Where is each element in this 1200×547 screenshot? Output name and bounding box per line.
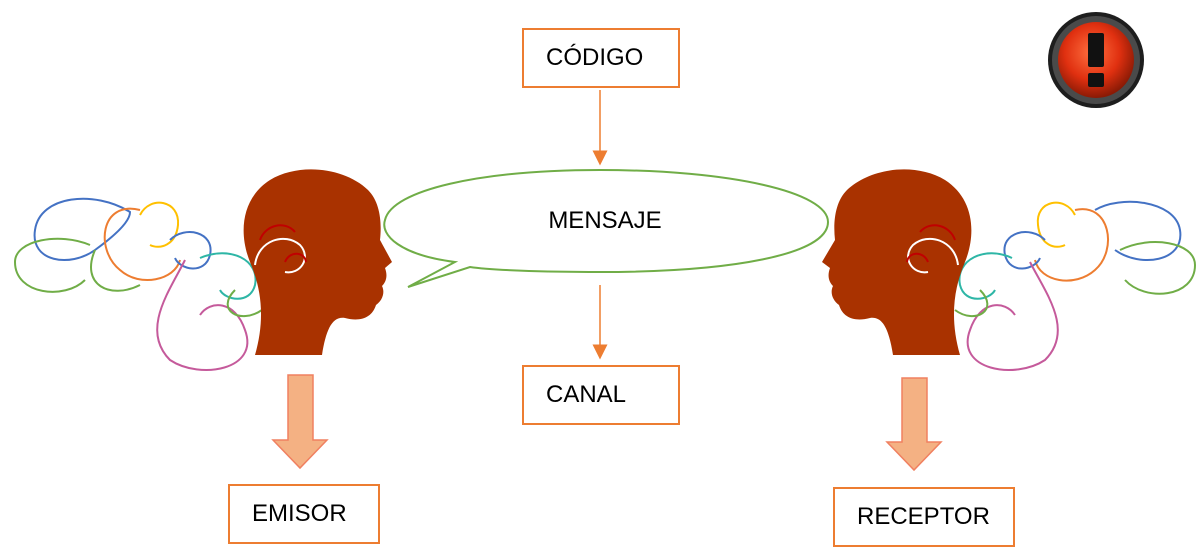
warning-exclamation-icon [1048,12,1144,108]
receiver-inner-swirls [906,224,959,274]
channel-box: CANAL [522,365,680,425]
message-speech-bubble [383,168,830,288]
receiver-label: RECEPTOR [857,503,990,530]
channel-label: CANAL [546,381,627,408]
sender-inner-swirls [254,224,307,274]
sender-box: EMISOR [228,484,380,544]
message-label: MENSAJE [548,207,662,234]
code-box: CÓDIGO [522,28,680,88]
receiver-down-arrow [885,377,943,472]
sender-label: EMISOR [252,500,347,527]
sender-head-icon [243,169,392,355]
receiver-box: RECEPTOR [833,487,1015,547]
sender-down-arrow [271,374,329,470]
receiver-head-icon [822,169,972,355]
code-label: CÓDIGO [546,44,644,71]
